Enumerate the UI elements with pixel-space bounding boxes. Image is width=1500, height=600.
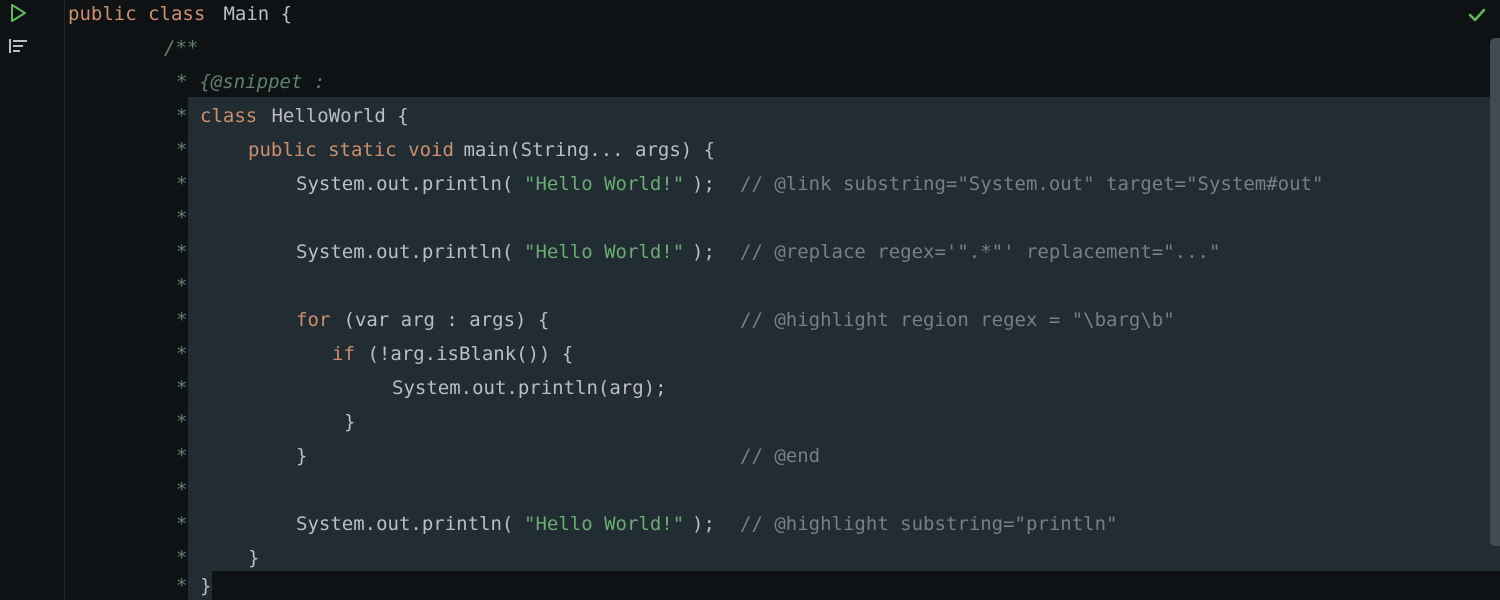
code-text: (var arg : args) { [332, 309, 550, 331]
string-literal: "Hello World!" [524, 241, 685, 263]
code-text: System.out.println( [296, 513, 514, 535]
doc-star: * [176, 479, 188, 501]
snippet-highlight-tail [188, 571, 212, 600]
doc-star: * [176, 71, 188, 93]
code-line: * public static void main(String... args… [68, 136, 715, 170]
code-text: } [200, 575, 212, 597]
doc-star: * [176, 173, 188, 195]
keyword: public class [68, 3, 206, 25]
run-triangle-icon[interactable] [8, 3, 28, 23]
code-text: ); [692, 173, 715, 195]
code-text: } [296, 445, 308, 467]
check-icon[interactable] [1466, 4, 1488, 26]
code-line: * for (var arg : args) { // @highlight r… [68, 306, 1175, 340]
code-line: * } // @end [68, 442, 820, 476]
doc-star: * [176, 207, 188, 229]
doc-star: * [176, 513, 188, 535]
code-line: * class HelloWorld { [68, 102, 409, 136]
string-literal: "Hello World!" [524, 513, 685, 535]
code-text: main(String... args) { [452, 139, 716, 161]
doc-star: * [176, 445, 188, 467]
code-text: System.out.println( [296, 173, 514, 195]
snippet-highlight-region [188, 97, 1500, 571]
code-line: * System.out.println(arg); [68, 374, 667, 408]
doc-star: * [176, 139, 188, 161]
doc-comment: {@snippet : [188, 71, 326, 93]
code-line: * {@snippet : [68, 68, 325, 102]
editor-gutter [0, 0, 65, 600]
code-line: * [68, 204, 187, 238]
code-text: System.out.println(arg); [392, 377, 667, 399]
code-text: ); [692, 241, 715, 263]
line-comment: // @end [740, 445, 821, 467]
code-line: * if (!arg.isBlank()) { [68, 340, 573, 374]
code-line: * } [68, 572, 211, 600]
code-line: * } [68, 408, 355, 442]
code-line: * [68, 476, 187, 510]
line-comment: // @highlight region regex = "\barg\b" [740, 309, 1175, 331]
doc-star: * [176, 343, 188, 365]
code-line: * System.out.println( "Hello World!" ); … [68, 238, 1220, 272]
code-text: ); [692, 513, 715, 535]
doc-star: * [176, 547, 188, 569]
line-comment: // @highlight substring="println" [740, 513, 1118, 535]
code-text: HelloWorld { [260, 105, 409, 127]
keyword: for [296, 309, 331, 331]
keyword: class [200, 105, 258, 127]
structure-list-icon[interactable] [8, 36, 28, 56]
code-text: (!arg.isBlank()) { [356, 343, 574, 365]
doc-star: * [176, 105, 188, 127]
string-literal: "Hello World!" [524, 173, 685, 195]
line-comment: // @link substring="System.out" target="… [740, 173, 1324, 195]
doc-star: * [176, 309, 188, 331]
doc-star: * [176, 575, 188, 597]
code-text: } [248, 547, 260, 569]
doc-star: * [176, 241, 188, 263]
code-line: /** [68, 34, 198, 68]
line-comment: // @replace regex='".*"' replacement="..… [740, 241, 1221, 263]
keyword: if [332, 343, 355, 365]
code-line: * } [68, 544, 259, 578]
code-line: * System.out.println( "Hello World!" ); … [68, 510, 1118, 544]
code-text: } [344, 411, 356, 433]
code-text: System.out.println( [296, 241, 514, 263]
code-line: * System.out.println( "Hello World!" ); … [68, 170, 1323, 204]
doc-star: * [176, 275, 188, 297]
doc-comment: /** [164, 37, 199, 59]
code-line: public class Main { [68, 0, 292, 34]
doc-star: * [176, 411, 188, 433]
code-text: Main { [212, 3, 293, 25]
vertical-scrollbar[interactable] [1490, 38, 1500, 546]
doc-star: * [176, 377, 188, 399]
keyword: public static void [248, 139, 454, 161]
code-line: * [68, 272, 187, 306]
